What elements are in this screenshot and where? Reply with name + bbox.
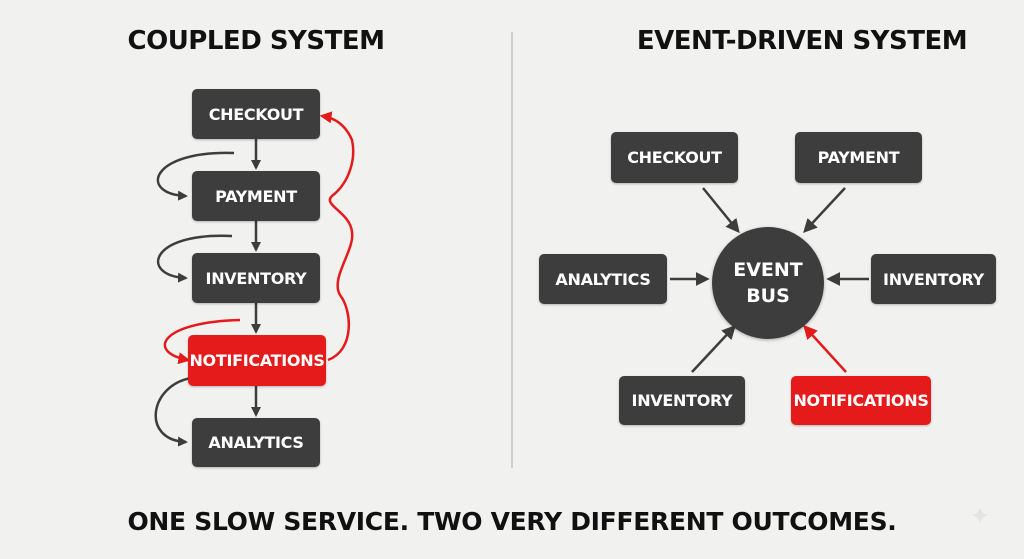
event-node-checkout-label: CHECKOUT [627,148,722,167]
event-node-notifications: NOTIFICATIONS [791,376,931,425]
coupled-node-notifications-label: NOTIFICATIONS [189,351,325,370]
event-node-inventory-right: INVENTORY [871,254,996,304]
coupled-node-checkout: CHECKOUT [192,89,320,139]
event-node-analytics-label: ANALYTICS [555,269,651,289]
event-node-checkout: CHECKOUT [611,132,738,183]
loop-notifications-to-analytics [154,376,193,447]
coupled-node-checkout-label: CHECKOUT [208,104,304,124]
spoke-notifications-to-bus [803,324,847,373]
red-cascade-wave [319,111,355,362]
event-driven-system-title: EVENT-DRIVEN SYSTEM [636,26,968,56]
coupled-node-analytics: ANALYTICS [192,418,320,467]
coupled-node-payment: PAYMENT [192,171,320,221]
spoke-payment-to-bus [803,187,846,234]
tagline: ONE SLOW SERVICE. TWO VERY DIFFERENT OUT… [127,507,897,536]
event-node-payment: PAYMENT [795,132,922,183]
coupled-node-analytics-label: ANALYTICS [208,433,304,452]
panel-divider [511,32,513,468]
event-bus: EVENT BUS [712,227,824,339]
event-bus-label-line1: EVENT [733,259,803,281]
spoke-checkout-to-bus [702,187,740,234]
coupled-node-payment-label: PAYMENT [215,186,297,206]
event-node-notifications-label: NOTIFICATIONS [793,391,929,410]
event-node-inventory-bottom-label: INVENTORY [631,391,733,410]
spoke-inventory-bottom-to-bus [691,324,736,373]
sparkle-icon: ✦ [970,502,991,530]
event-node-payment-label: PAYMENT [817,148,900,167]
coupled-node-inventory-label: INVENTORY [205,268,307,288]
event-node-inventory-right-label: INVENTORY [883,269,984,289]
event-node-analytics: ANALYTICS [539,254,667,304]
coupled-system-title: COUPLED SYSTEM [127,26,385,56]
event-node-inventory-bottom: INVENTORY [619,376,745,425]
coupled-node-inventory: INVENTORY [192,253,320,303]
event-bus-label-line2: BUS [746,285,790,307]
coupled-node-notifications: NOTIFICATIONS [188,335,326,386]
